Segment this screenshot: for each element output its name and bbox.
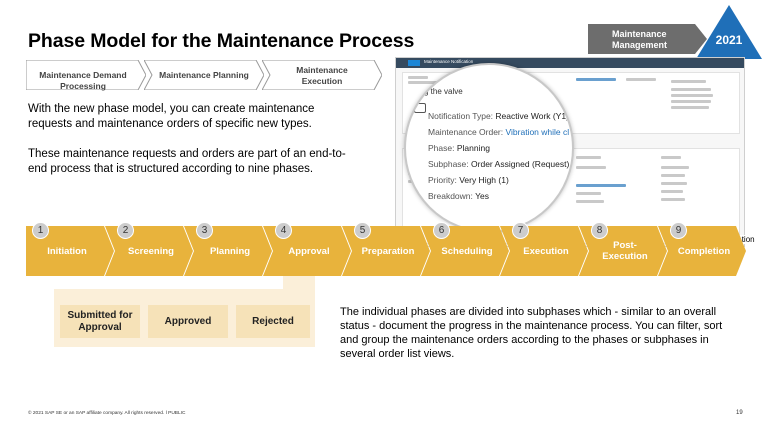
phase-label: Screening xyxy=(128,245,174,257)
app-title: Maintenance Notification xyxy=(424,59,474,64)
magnifier-lens: g the valve Notification Type: Reactive … xyxy=(404,63,574,233)
field-value: Yes xyxy=(475,191,489,201)
field-value: Reactive Work (Y1) xyxy=(495,111,569,121)
magnifier-header: g the valve xyxy=(424,87,463,96)
field-value: Planning xyxy=(456,143,490,153)
field-label: Maintenance Order: xyxy=(428,127,504,137)
process-step-line1: Maintenance xyxy=(296,65,348,75)
process-steps: Maintenance Demand Processing Maintenanc… xyxy=(26,60,386,91)
shell-bar: Maintenance Notification xyxy=(396,58,744,68)
process-step-line2: Processing xyxy=(60,81,106,91)
phase-number: 2 xyxy=(117,222,134,239)
intro-paragraph: With the new phase model, you can create… xyxy=(28,103,315,130)
field-value: Very High (1) xyxy=(459,175,509,185)
field-label: Priority: xyxy=(428,175,457,185)
page-number: 19 xyxy=(736,410,743,416)
phase-label: Planning xyxy=(209,245,251,257)
copyright-footer: © 2021 SAP SE or an SAP affiliate compan… xyxy=(28,411,186,416)
field-value: Order Assigned (Request) xyxy=(471,159,570,169)
phase-number: 6 xyxy=(433,222,450,239)
field-row: Breakdown: Yes xyxy=(428,191,489,201)
phase-number: 5 xyxy=(354,222,371,239)
process-step-line2: Execution xyxy=(301,76,343,86)
page-title: Phase Model for the Maintenance Process xyxy=(28,30,415,52)
maintenance-management-badge: Maintenance Management xyxy=(588,24,707,54)
process-step-line1: Maintenance Planning xyxy=(159,70,249,80)
phase-number: 7 xyxy=(512,222,529,239)
subphase-connector xyxy=(283,276,315,289)
phase-number: 8 xyxy=(591,222,608,239)
phase-label: Execution xyxy=(523,245,569,257)
phase-number: 3 xyxy=(196,222,213,239)
badge-label-line2: Management xyxy=(612,39,668,50)
phase-number: 1 xyxy=(32,222,49,239)
year-label: 2021 xyxy=(715,33,743,47)
field-row: Notification Type: Reactive Work (Y1) xyxy=(428,111,569,121)
process-step: Maintenance Planning xyxy=(144,60,264,90)
sap-logo-icon xyxy=(408,60,420,66)
triangle-icon xyxy=(696,5,762,59)
process-paragraph: These maintenance requests and orders ar… xyxy=(28,148,346,175)
subphase-approved: Approved xyxy=(148,305,228,338)
process-step: Maintenance Execution xyxy=(262,60,382,90)
subphase-rejected: Rejected xyxy=(236,305,310,338)
process-step: Maintenance Demand Processing xyxy=(26,60,146,91)
notification-icon xyxy=(414,103,426,113)
process-step-label: Maintenance Demand xyxy=(26,60,146,90)
subphase-paragraph: The individual phases are divided into s… xyxy=(340,306,723,360)
process-step-line1: Maintenance Demand xyxy=(39,70,127,80)
phase-number: 9 xyxy=(670,222,687,239)
phase-label: Post- Execution xyxy=(602,240,648,262)
field-row: Phase: Planning xyxy=(428,143,490,153)
phase-label: Approval xyxy=(288,245,330,257)
field-row: Maintenance Order: Vibration while cl xyxy=(428,127,569,137)
phase-label: Completion xyxy=(677,245,731,257)
field-label: Breakdown: xyxy=(428,191,473,201)
phase-number: 4 xyxy=(275,222,292,239)
field-label: Notification Type: xyxy=(428,111,494,121)
field-row: Subphase: Order Assigned (Request) xyxy=(428,159,569,169)
phase-label: Scheduling xyxy=(441,245,493,257)
phase-label: Initiation xyxy=(47,245,87,257)
field-label: Subphase: xyxy=(428,159,469,169)
field-label: Phase: xyxy=(428,143,455,153)
year-badge: 2021 xyxy=(695,4,763,60)
phase-label: Preparation xyxy=(361,245,415,257)
badge-label-line1: Maintenance xyxy=(612,29,667,39)
maintenance-order-link[interactable]: Vibration while cl xyxy=(505,127,570,137)
subphase-submitted: Submitted for Approval xyxy=(60,305,140,338)
field-row: Priority: Very High (1) xyxy=(428,175,509,185)
